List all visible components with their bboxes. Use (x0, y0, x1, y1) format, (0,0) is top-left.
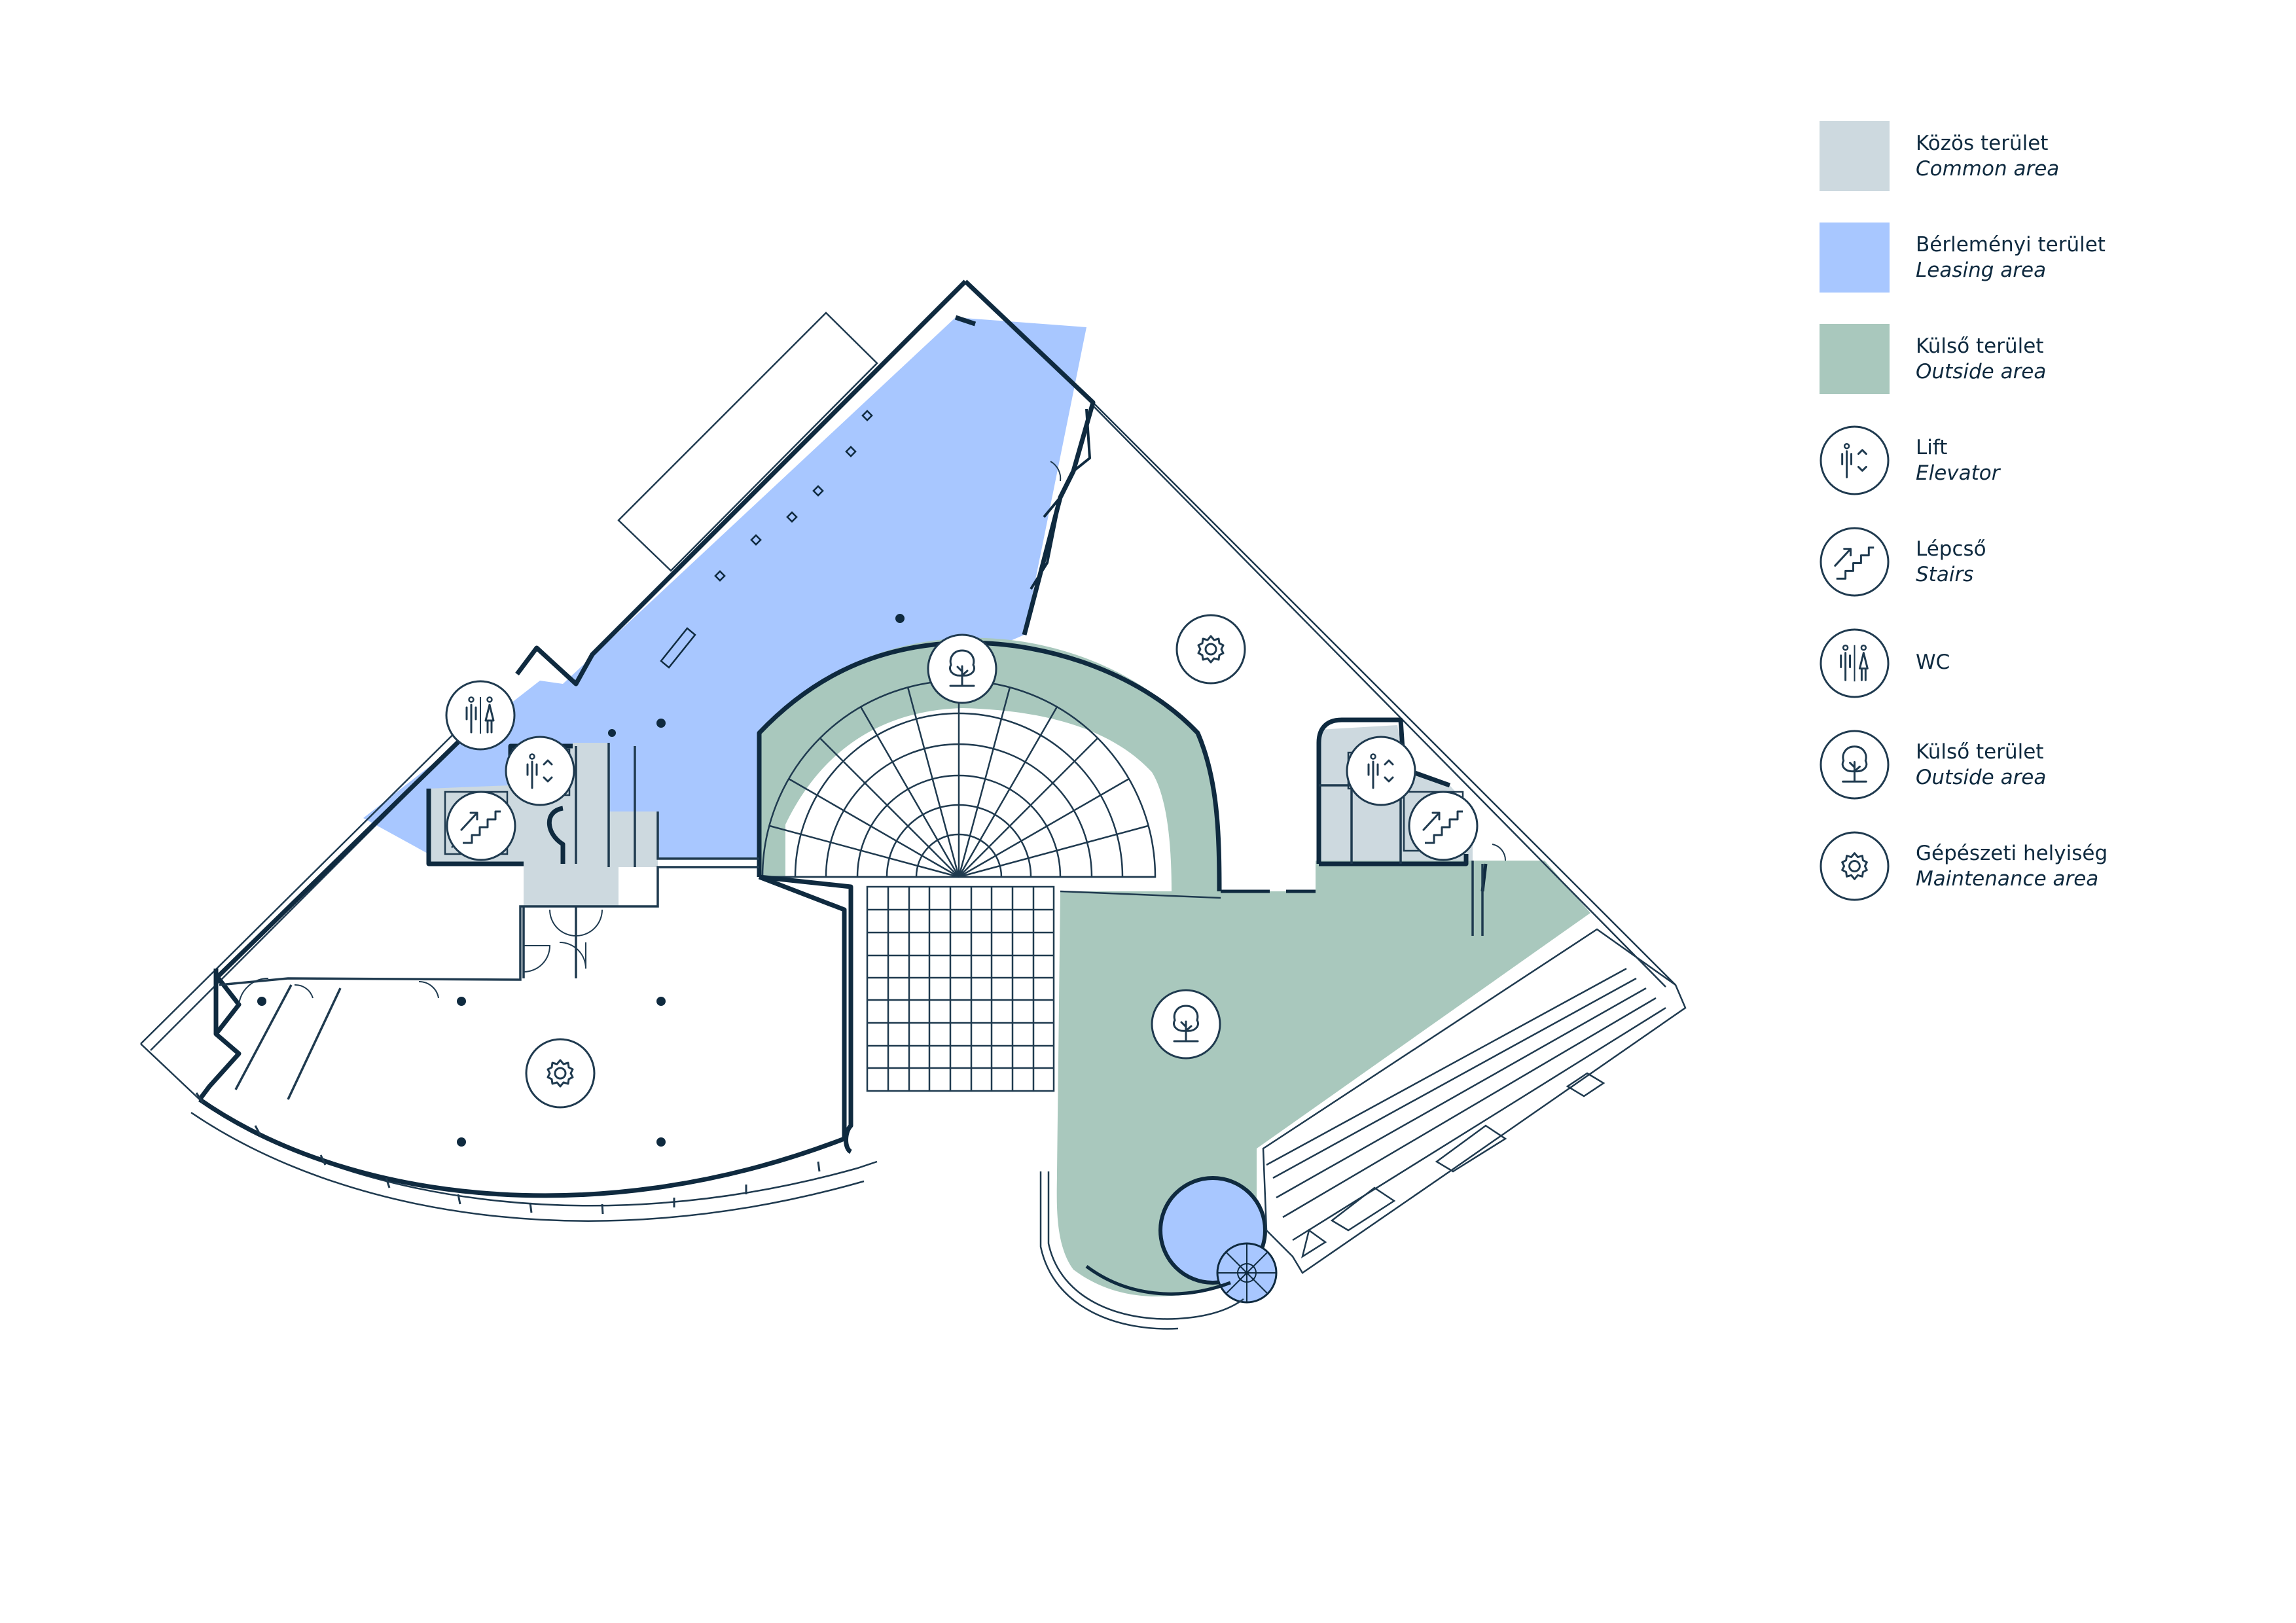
marker-elevator-east[interactable] (1346, 736, 1416, 806)
marker-tree-courtyard[interactable] (927, 633, 997, 704)
interior-walls (219, 743, 1484, 1100)
legend-label-hu: Közös terület (1916, 132, 2049, 155)
leasing-area-zone (363, 317, 1086, 859)
gear-icon (1820, 831, 1890, 901)
legend-label-hu: Külső terület (1916, 740, 2044, 764)
outside-area-courtyard (759, 637, 1221, 891)
marker-stairs-west[interactable] (446, 791, 516, 861)
legend-label-en: Outside area (1916, 766, 2047, 789)
legend-label: WC (1916, 649, 1950, 675)
legend-label-en: Maintenance area (1916, 867, 2099, 891)
marker-stairs-east[interactable] (1408, 791, 1479, 861)
wc-icon (1820, 628, 1890, 698)
marker-tree-terrace[interactable] (1151, 989, 1221, 1060)
columns (257, 614, 905, 1147)
legend-label-hu: Gépészeti helyiség (1916, 842, 2108, 865)
grid-canopy (866, 885, 1055, 1092)
glazed-dome (761, 679, 1157, 878)
stairs-icon (1820, 527, 1890, 597)
legend-swatch-leasing-area (1820, 223, 1890, 293)
outline-east-strips (1262, 928, 1687, 1274)
legend-label-en: Outside area (1916, 360, 2047, 383)
elevator-icon (1820, 425, 1890, 495)
legend-label-hu: Külső terület (1916, 334, 2044, 358)
legend-swatch-common-area (1820, 121, 1890, 191)
common-area-core-west (429, 743, 658, 906)
canopy-outline-nw (617, 312, 878, 572)
outside-area-terrace (1056, 861, 1590, 1297)
marker-wc-west[interactable] (445, 680, 516, 751)
legend-label-hu: Lépcső (1916, 537, 1986, 561)
marker-gear-east[interactable] (1175, 614, 1246, 685)
legend-swatch-outside-area (1820, 324, 1890, 394)
legend-label-hu: Bérleményi terület (1916, 233, 2106, 257)
marker-gear-south[interactable] (525, 1038, 596, 1109)
legend-label-en: Leasing area (1916, 259, 2047, 282)
legend-item: WC (1820, 628, 2212, 698)
legend-label-en: Elevator (1916, 461, 2000, 485)
legend-label-en: Common area (1916, 157, 2060, 181)
marker-elevator-west[interactable] (505, 736, 575, 806)
tree-icon (1820, 730, 1890, 800)
legend-label-hu: WC (1916, 651, 1950, 674)
heavy-walls (198, 279, 1488, 1296)
legend-label-hu: Lift (1916, 436, 1948, 459)
outline-east (1092, 402, 1676, 988)
legend-label-en: Stairs (1916, 563, 1974, 586)
